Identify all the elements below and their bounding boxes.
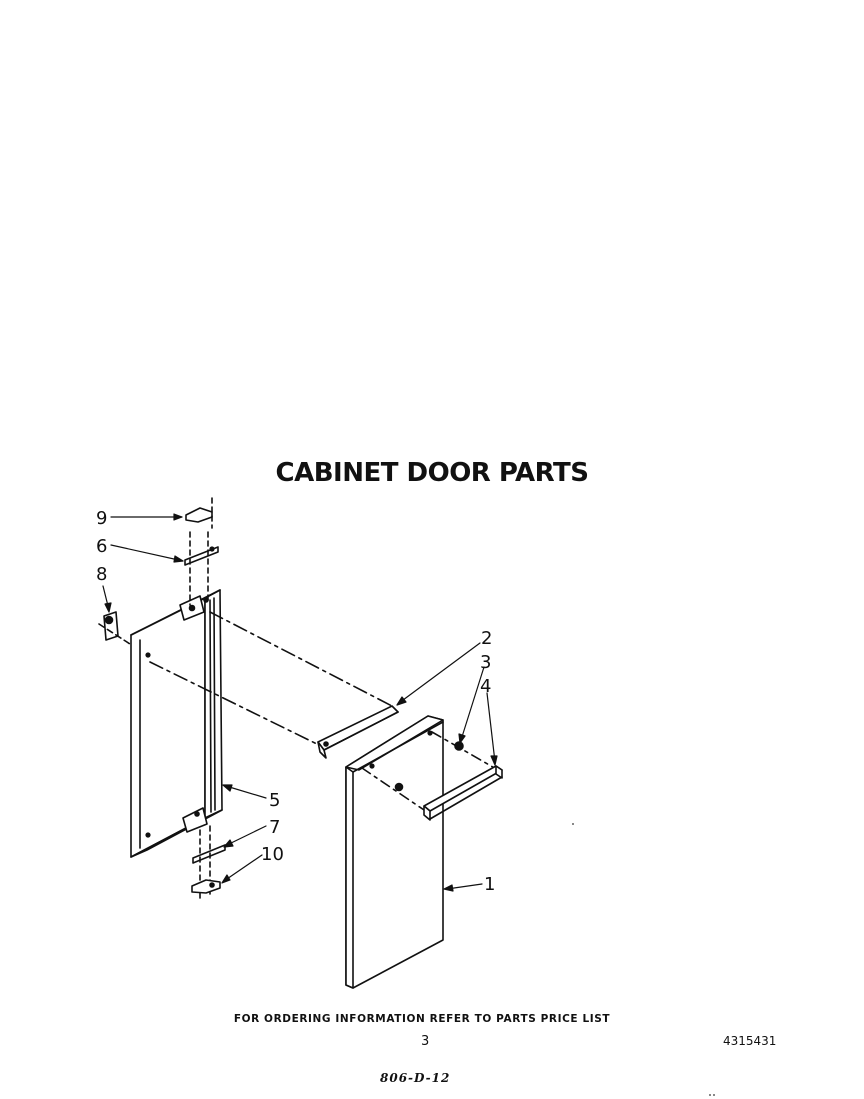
callout-9: 9 bbox=[96, 508, 107, 529]
screw-part-3 bbox=[394, 741, 464, 792]
document-number: 4315431 bbox=[723, 1034, 777, 1048]
stray-dot bbox=[709, 1094, 711, 1096]
assembly-line-upper bbox=[209, 611, 393, 707]
ordering-note: FOR ORDERING INFORMATION REFER TO PARTS … bbox=[233, 1013, 611, 1025]
stray-dot bbox=[572, 823, 574, 825]
callout-5: 5 bbox=[269, 790, 280, 811]
hinge-plate-part-6 bbox=[184, 531, 219, 606]
stray-dot bbox=[713, 1094, 715, 1096]
page-number: 3 bbox=[421, 1034, 430, 1049]
page-title: CABINET DOOR PARTS bbox=[275, 458, 589, 488]
hinge-pin-part-9 bbox=[185, 497, 213, 529]
callout-3: 3 bbox=[480, 652, 491, 673]
handle-part-4 bbox=[423, 765, 503, 821]
callout-2: 2 bbox=[481, 628, 492, 649]
leader-lines bbox=[102, 513, 498, 892]
handwritten-code: 806-D-12 bbox=[380, 1071, 451, 1085]
callout-1: 1 bbox=[484, 874, 495, 895]
hinge-pin-part-10 bbox=[191, 879, 221, 894]
callout-8: 8 bbox=[96, 564, 107, 585]
assembly-line-handle-upper bbox=[431, 731, 499, 771]
trim-bar-part-2 bbox=[317, 705, 399, 759]
callout-6: 6 bbox=[96, 536, 107, 557]
assembly-line-handle-lower bbox=[361, 767, 431, 815]
latch-part-8 bbox=[98, 611, 131, 645]
callout-10: 10 bbox=[261, 844, 284, 865]
callout-7: 7 bbox=[269, 817, 280, 838]
door-panel-part-1 bbox=[345, 715, 444, 989]
door-frame-part-5 bbox=[130, 589, 223, 858]
callout-4: 4 bbox=[480, 676, 491, 697]
assembly-line-lower bbox=[149, 661, 326, 749]
